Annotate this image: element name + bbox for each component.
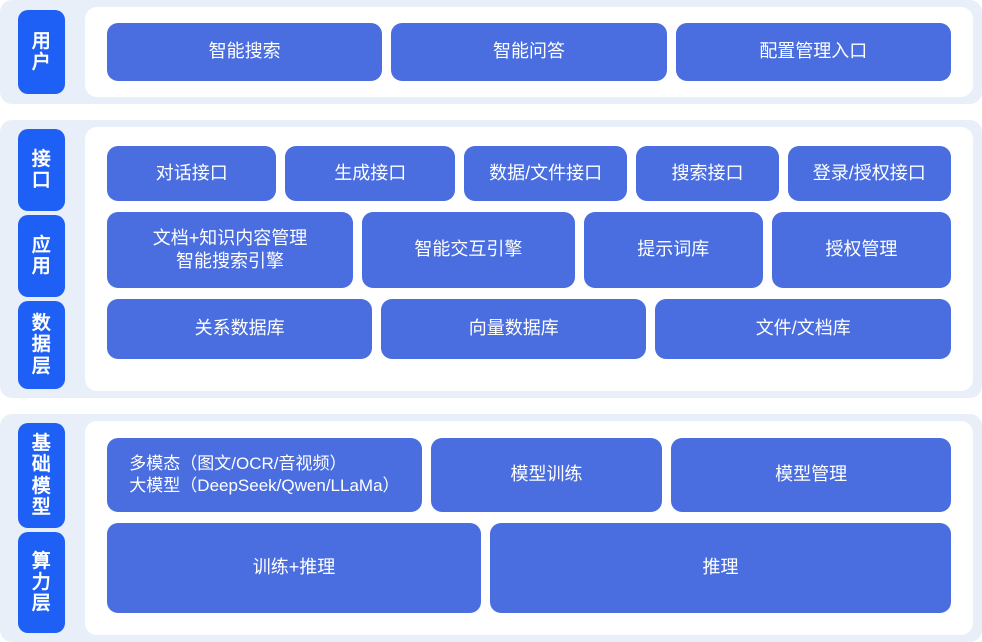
panel-middle: 对话接口 生成接口 数据/文件接口 搜索接口 登录/授权接口: [85, 127, 973, 391]
box-authorization-management-label: 授权管理: [825, 239, 898, 260]
layer-badge-data: 数据层: [18, 301, 65, 389]
box-multimodal-large-model-line-2: 大模型（DeepSeek/Qwen/LLaMa）: [129, 476, 400, 495]
box-document-knowledge-management-line-1: 文档+知识内容管理: [152, 227, 308, 248]
layer-badge-user-label: 用户: [31, 30, 52, 73]
box-smart-qa-label: 智能问答: [492, 41, 565, 62]
box-search-interface[interactable]: 搜索接口: [636, 146, 779, 201]
box-inference-label: 推理: [702, 557, 739, 578]
box-file-document-store[interactable]: 文件/文档库: [655, 299, 951, 359]
box-generation-interface-label: 生成接口: [334, 162, 407, 183]
box-smart-search[interactable]: 智能搜索: [107, 23, 383, 81]
layer-badge-interface: 接口: [18, 129, 65, 211]
box-model-training-label: 模型训练: [510, 464, 583, 485]
layer-badge-compute: 算力层: [18, 532, 65, 633]
layer-badge-application: 应用: [18, 215, 65, 297]
section-user: 用户 智能搜索 智能问答 配置管理入口: [0, 0, 982, 104]
box-login-auth-interface[interactable]: 登录/授权接口: [787, 146, 951, 201]
box-multimodal-large-model[interactable]: 多模态（图文/OCR/音视频） 大模型（DeepSeek/Qwen/LLaMa）: [107, 438, 422, 512]
box-generation-interface[interactable]: 生成接口: [285, 146, 455, 201]
box-smart-search-label: 智能搜索: [208, 41, 281, 62]
box-smart-interaction-engine-label: 智能交互引擎: [414, 239, 523, 260]
box-dialog-interface-label: 对话接口: [155, 162, 228, 183]
box-smart-qa[interactable]: 智能问答: [391, 23, 667, 81]
box-document-knowledge-management[interactable]: 文档+知识内容管理 智能搜索引擎: [107, 212, 354, 288]
box-training-inference[interactable]: 训练+推理: [107, 523, 482, 613]
box-model-training[interactable]: 模型训练: [430, 438, 663, 512]
box-smart-interaction-engine[interactable]: 智能交互引擎: [362, 212, 575, 288]
box-search-interface-label: 搜索接口: [671, 162, 744, 183]
panel-bottom: 多模态（图文/OCR/音视频） 大模型（DeepSeek/Qwen/LLaMa）…: [85, 421, 973, 635]
layer-badge-foundation-model-label: 基础模型: [31, 432, 52, 518]
application-row: 文档+知识内容管理 智能搜索引擎 智能交互引擎 提示词库 授权管理: [107, 212, 951, 288]
box-relational-database-label: 关系数据库: [194, 318, 285, 339]
layer-badge-application-label: 应用: [31, 234, 52, 277]
box-vector-database[interactable]: 向量数据库: [381, 299, 647, 359]
box-data-file-interface[interactable]: 数据/文件接口: [463, 146, 628, 201]
box-document-knowledge-management-text: 文档+知识内容管理 智能搜索引擎: [153, 227, 308, 274]
layer-badge-data-label: 数据层: [31, 313, 52, 377]
layer-badge-user: 用户: [18, 10, 65, 94]
box-model-management-label: 模型管理: [775, 464, 848, 485]
layer-badge-compute-label: 算力层: [31, 550, 52, 615]
box-prompt-library-label: 提示词库: [637, 239, 710, 260]
compute-row: 训练+推理 推理: [107, 523, 951, 613]
box-data-file-interface-label: 数据/文件接口: [489, 162, 603, 183]
box-vector-database-label: 向量数据库: [468, 318, 559, 339]
box-file-document-store-label: 文件/文档库: [755, 318, 851, 339]
layer-badge-foundation-model: 基础模型: [18, 423, 65, 528]
layer-badge-interface-label: 接口: [31, 148, 52, 191]
data-row: 关系数据库 向量数据库 文件/文档库: [107, 299, 951, 359]
box-inference[interactable]: 推理: [490, 523, 951, 613]
box-multimodal-large-model-line-1: 多模态（图文/OCR/音视频）: [129, 453, 347, 473]
section-bottom: 基础模型 算力层 多模态（图文/OCR/音视频） 大模型（DeepSeek/Qw…: [0, 414, 982, 642]
box-multimodal-large-model-text: 多模态（图文/OCR/音视频） 大模型（DeepSeek/Qwen/LLaMa）: [129, 453, 399, 497]
panel-user: 智能搜索 智能问答 配置管理入口: [85, 7, 973, 97]
box-model-management[interactable]: 模型管理: [671, 438, 951, 512]
section-middle: 接口 应用 数据层 对话接口 生成接口 数据/文件接口 搜索接口: [0, 120, 982, 398]
box-prompt-library[interactable]: 提示词库: [583, 212, 763, 288]
box-document-knowledge-management-line-2: 智能搜索引擎: [176, 251, 285, 271]
box-login-auth-interface-label: 登录/授权接口: [812, 162, 926, 183]
user-entry-row: 智能搜索 智能问答 配置管理入口: [107, 23, 951, 81]
box-authorization-management[interactable]: 授权管理: [771, 212, 951, 288]
box-config-management-entry-label: 配置管理入口: [759, 41, 868, 62]
foundation-model-row: 多模态（图文/OCR/音视频） 大模型（DeepSeek/Qwen/LLaMa）…: [107, 438, 951, 512]
box-training-inference-label: 训练+推理: [252, 557, 336, 578]
box-relational-database[interactable]: 关系数据库: [107, 299, 373, 359]
interface-row: 对话接口 生成接口 数据/文件接口 搜索接口 登录/授权接口: [107, 146, 951, 201]
box-dialog-interface[interactable]: 对话接口: [107, 146, 277, 201]
box-config-management-entry[interactable]: 配置管理入口: [675, 23, 951, 81]
